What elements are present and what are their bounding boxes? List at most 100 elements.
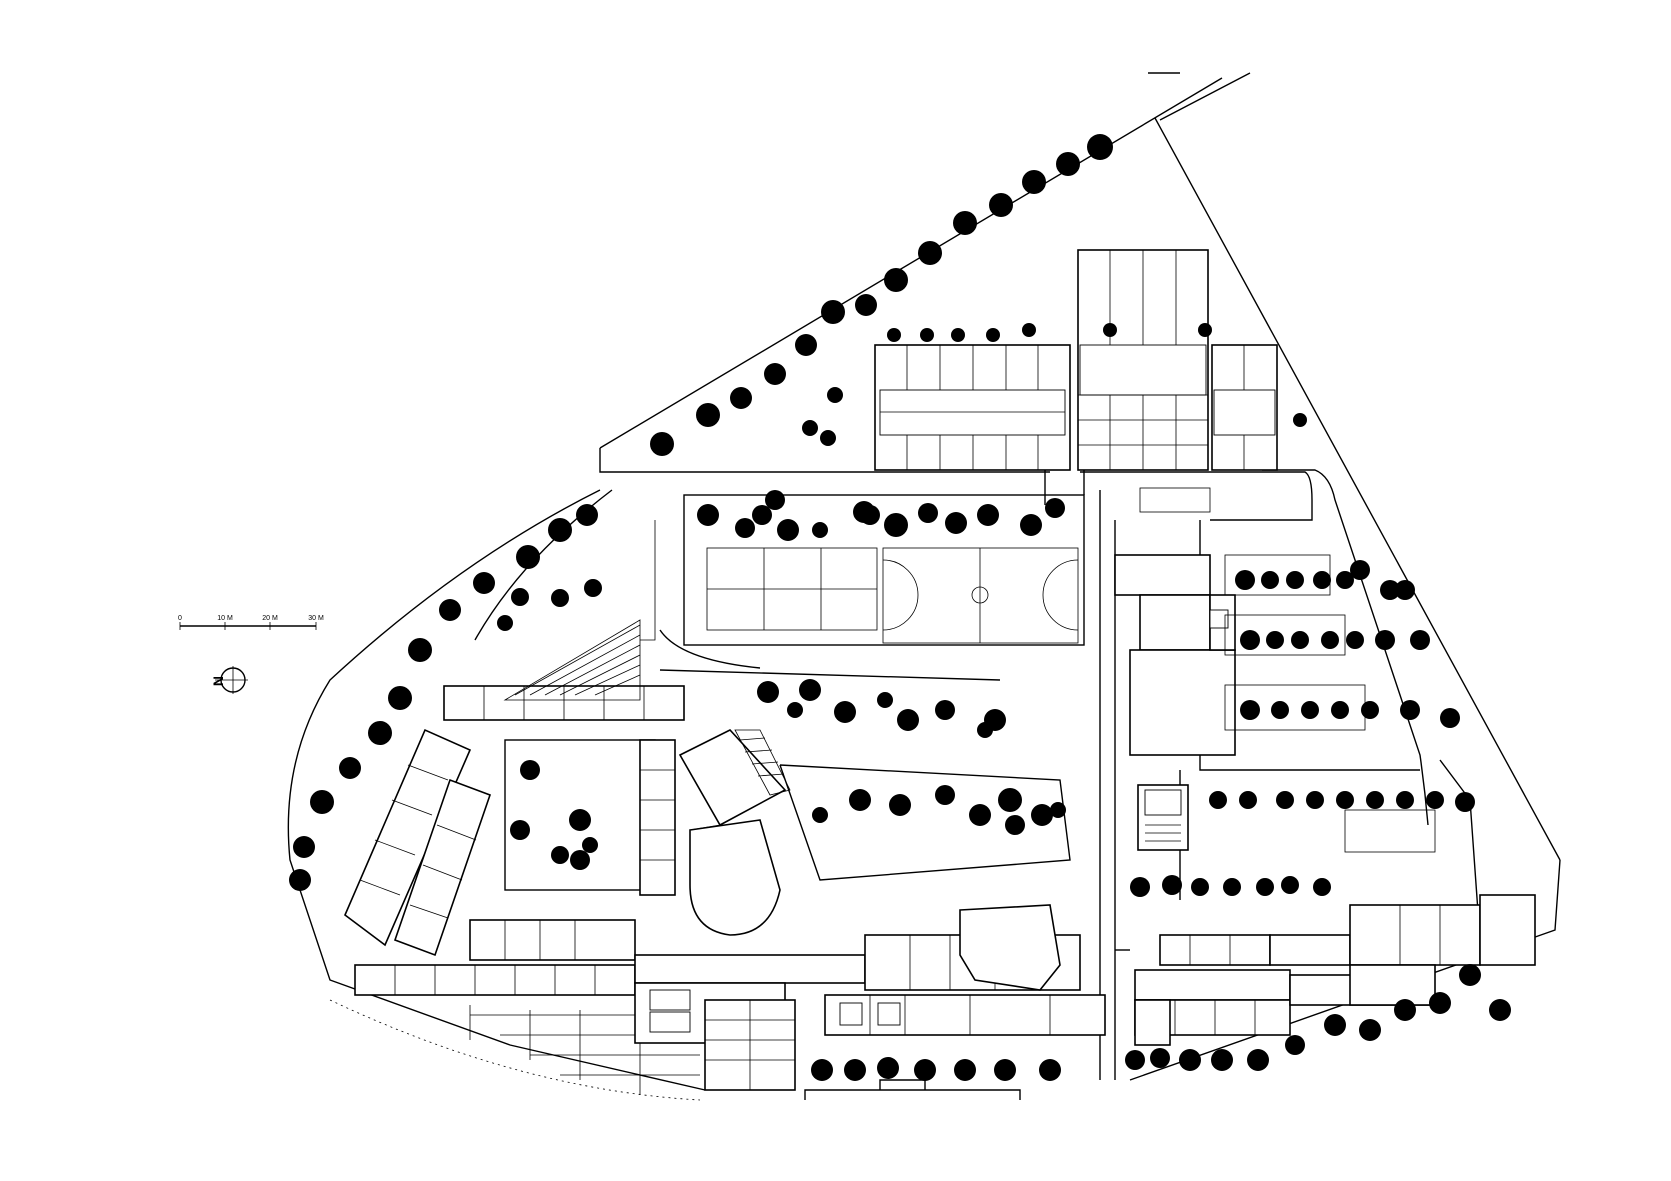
tree-icon [408, 638, 432, 662]
tree-icon [1198, 323, 1212, 337]
trees [289, 134, 1511, 1081]
tree-icon [1331, 701, 1349, 719]
tree-icon [1022, 170, 1046, 194]
tree-icon [897, 709, 919, 731]
tree-icon [1426, 791, 1444, 809]
tree-icon [855, 294, 877, 316]
tree-icon [1103, 323, 1117, 337]
tree-icon [1400, 700, 1420, 720]
tree-icon [439, 599, 461, 621]
tree-icon [1459, 964, 1481, 986]
sports-courts [683, 494, 1085, 646]
tree-icon [1191, 878, 1209, 896]
south-east-wing [1134, 894, 1536, 1046]
tree-icon [799, 679, 821, 701]
tree-icon [844, 1059, 866, 1081]
tree-icon [1130, 877, 1150, 897]
tree-icon [510, 820, 530, 840]
tree-icon [1336, 791, 1354, 809]
tree-icon [584, 579, 602, 597]
tree-icon [887, 328, 901, 342]
central-building [639, 729, 791, 936]
tree-icon [935, 700, 955, 720]
tree-icon [1045, 498, 1065, 518]
tree-icon [827, 387, 843, 403]
tree-icon [1336, 571, 1354, 589]
tree-icon [1125, 1050, 1145, 1070]
tree-icon [650, 432, 674, 456]
tree-icon [548, 518, 572, 542]
tree-icon [1366, 791, 1384, 809]
tree-icon [1020, 514, 1042, 536]
tree-icon [576, 504, 598, 526]
tree-icon [1489, 999, 1511, 1021]
tree-icon [954, 1059, 976, 1081]
tree-icon [1056, 152, 1080, 176]
tree-icon [1293, 413, 1307, 427]
tree-icon [1359, 1019, 1381, 1041]
tree-icon [977, 722, 993, 738]
tree-icon [289, 869, 311, 891]
tree-icon [1361, 701, 1379, 719]
tree-icon [497, 615, 513, 631]
tree-icon [473, 572, 495, 594]
tree-icon [1256, 878, 1274, 896]
tree-icon [820, 430, 836, 446]
tree-icon [551, 846, 569, 864]
tree-icon [310, 790, 334, 814]
tree-icon [1455, 792, 1475, 812]
tree-icon [884, 268, 908, 292]
south-corridor [634, 904, 1106, 1091]
tree-icon [511, 588, 529, 606]
tree-icon [1321, 631, 1339, 649]
tree-icon [1301, 701, 1319, 719]
tree-icon [1375, 630, 1395, 650]
tree-icon [1281, 876, 1299, 894]
tree-icon [877, 1057, 899, 1079]
scale-label-30m: 30 M [308, 615, 324, 622]
north-arrow-icon: N [210, 666, 248, 694]
north-letter: N [210, 676, 226, 686]
tree-icon [1022, 323, 1036, 337]
tree-icon [388, 686, 412, 710]
tree-icon [1324, 1014, 1346, 1036]
tree-icon [977, 504, 999, 526]
tree-icon [1266, 631, 1284, 649]
tree-icon [1150, 1048, 1170, 1068]
tree-icon [1223, 878, 1241, 896]
tree-icon [764, 363, 786, 385]
row-houses-center [1077, 249, 1209, 471]
tree-icon [812, 522, 828, 538]
tree-icon [1285, 1035, 1305, 1055]
tree-icon [1410, 630, 1430, 650]
tree-icon [1261, 571, 1279, 589]
scale-label-0: 0 [178, 615, 182, 622]
tree-icon [1313, 571, 1331, 589]
tree-icon [986, 328, 1000, 342]
tree-icon [1306, 791, 1324, 809]
tree-icon [1209, 791, 1227, 809]
tree-icon [1350, 560, 1370, 580]
east-main-building [1114, 554, 1236, 851]
tree-icon [945, 512, 967, 534]
tree-icon [730, 387, 752, 409]
tree-icon [696, 403, 720, 427]
tree-icon [752, 505, 772, 525]
tree-icon [998, 788, 1022, 812]
tree-icon [293, 836, 315, 858]
tree-icon [1346, 631, 1364, 649]
tree-icon [834, 701, 856, 723]
tree-icon [860, 505, 880, 525]
tree-icon [787, 702, 803, 718]
tree-icon [1039, 1059, 1061, 1081]
tree-icon [994, 1059, 1016, 1081]
tree-icon [1313, 878, 1331, 896]
tree-icon [1440, 708, 1460, 728]
tree-icon [1271, 701, 1289, 719]
tree-icon [1050, 802, 1066, 818]
tree-icon [969, 804, 991, 826]
tree-icon [777, 519, 799, 541]
tree-icon [920, 328, 934, 342]
tree-icon [339, 757, 361, 779]
